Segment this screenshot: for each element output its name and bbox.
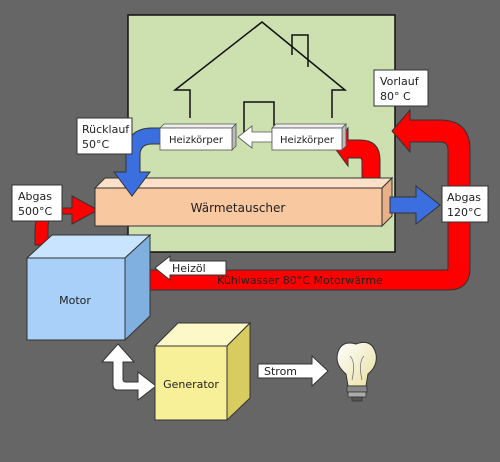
heizkoerper-left-label: Heizkörper [169, 135, 224, 146]
vorlauf-label-box: Vorlauf 80° C [373, 69, 429, 107]
motor-box: Motor [25, 233, 152, 342]
abgas-in-label-box: Abgas 500°C [11, 184, 63, 222]
ruecklauf-label: Rücklauf [82, 123, 130, 136]
waermetauscher-label: Wärmetauscher [191, 201, 286, 215]
kuehlwasser-label: Kühlwasser 80°C Motorwärme [217, 274, 383, 287]
strom-arrow: Strom [257, 354, 329, 388]
vorlauf-temp: 80° C [380, 90, 411, 103]
generator-box: Generator [153, 321, 252, 422]
abgas-out-label: Abgas [447, 191, 481, 204]
abgas-in-label: Abgas [18, 190, 52, 203]
ruecklauf-temp: 50°C [82, 138, 109, 151]
bidirectional-arrow-icon [100, 343, 157, 402]
heizkoerper-right-box: Heizkörper [271, 123, 347, 151]
abgas-in-temp: 500°C [18, 205, 52, 218]
abgas-out-label-box: Abgas 120°C [441, 185, 489, 223]
radiator-connect-arrow [237, 125, 273, 149]
heizkoerper-left-box: Heizkörper [159, 123, 237, 151]
strom-label: Strom [264, 365, 297, 378]
heizoel-arrow: Heizöl [154, 254, 227, 282]
abgas-out-arrow [389, 184, 441, 226]
vorlauf-label: Vorlauf [380, 75, 420, 88]
house-outline-icon [172, 21, 348, 139]
waermetauscher-box: Wärmetauscher [93, 176, 394, 228]
motor-label: Motor [59, 294, 91, 307]
heizoel-label: Heizöl [172, 262, 206, 275]
heizkoerper-right-label: Heizkörper [280, 135, 335, 146]
abgas-out-temp: 120°C [447, 206, 481, 219]
ruecklauf-flow-arrow [113, 127, 167, 197]
generator-label: Generator [163, 378, 219, 391]
light-bulb-icon [336, 341, 377, 402]
ruecklauf-label-box: Rücklauf 50°C [76, 117, 133, 155]
